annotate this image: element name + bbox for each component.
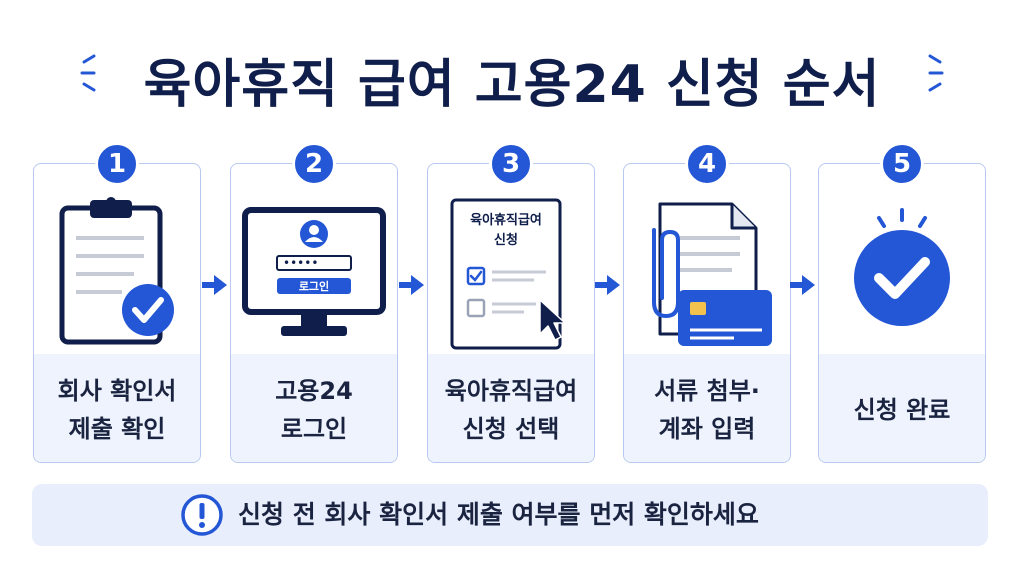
step-label-line-2: 로그인 — [280, 415, 348, 443]
title-left-sparkle-icon — [80, 54, 96, 92]
step-label: 신청 완료 — [819, 370, 985, 450]
step-number-badge: 3 — [489, 142, 533, 186]
step-number-badge: 1 — [95, 142, 139, 186]
step-number-badge: 5 — [880, 142, 924, 186]
arrow-right-icon — [595, 275, 620, 295]
arrow-right-icon — [790, 275, 815, 295]
step-label-line-2: 제출 확인 — [68, 415, 166, 443]
step-label-line-1: 신청 완료 — [853, 396, 951, 424]
step-number-badge: 2 — [292, 142, 336, 186]
arrow-right-icon — [202, 275, 227, 295]
step-3-card: 3 육아휴직급여 신청 육아휴직급여 신청 선택 — [427, 142, 595, 463]
step-label-line-1: 회사 확인서 — [57, 377, 177, 405]
document-card-icon — [652, 202, 772, 346]
arrow-right-icon — [399, 275, 424, 295]
step-5-card: 5 신청 완료 — [818, 142, 986, 463]
step-label-line-1: 서류 첨부· — [654, 377, 760, 405]
login-button-label: 로그인 — [299, 279, 329, 293]
step-label-panel — [819, 354, 985, 462]
step-2-card: 2 ••••• 로그인 고용24 로그인 — [230, 142, 398, 463]
step-label: 서류 첨부· 계좌 입력 — [624, 370, 790, 450]
step-label: 육아휴직급여 신청 선택 — [428, 370, 594, 450]
step-label: 고용24 로그인 — [231, 370, 397, 450]
step-label-line-1: 고용24 — [275, 377, 353, 405]
complete-check-icon — [854, 208, 950, 326]
step-label-panel — [231, 354, 397, 462]
step-4-card: 4 서류 첨부· 계좌 입력 — [623, 142, 791, 463]
application-form-icon: 육아휴직급여 신청 — [450, 198, 566, 350]
step-label-panel — [624, 354, 790, 462]
exclamation-icon — [181, 494, 223, 536]
step-label-panel — [428, 354, 594, 462]
notice-banner: 신청 전 회사 확인서 제출 여부를 먼저 확인하세요 — [32, 484, 988, 546]
password-mask: ••••• — [283, 256, 318, 270]
step-label-line-2: 계좌 입력 — [658, 415, 756, 443]
title-right-sparkle-icon — [928, 54, 944, 92]
step-label-line-1: 육아휴직급여 — [444, 377, 578, 405]
title-area: 육아휴직 급여 고용24 신청 순서 — [0, 28, 1024, 118]
notice-text: 신청 전 회사 확인서 제출 여부를 먼저 확인하세요 — [238, 500, 759, 529]
form-title-line-2: 신청 — [494, 232, 518, 248]
clipboard-check-icon — [59, 197, 174, 345]
step-1-card: 1 회사 확인서 제출 확인 — [33, 142, 201, 463]
form-title-line-1: 육아휴직급여 — [470, 212, 542, 228]
step-label-line-2: 신청 선택 — [462, 415, 560, 443]
monitor-login-icon: ••••• 로그인 — [242, 207, 386, 336]
step-label: 회사 확인서 제출 확인 — [34, 370, 200, 450]
step-number-badge: 4 — [685, 142, 729, 186]
step-label-panel — [34, 354, 200, 462]
page-title: 육아휴직 급여 고용24 신청 순서 — [143, 55, 881, 115]
